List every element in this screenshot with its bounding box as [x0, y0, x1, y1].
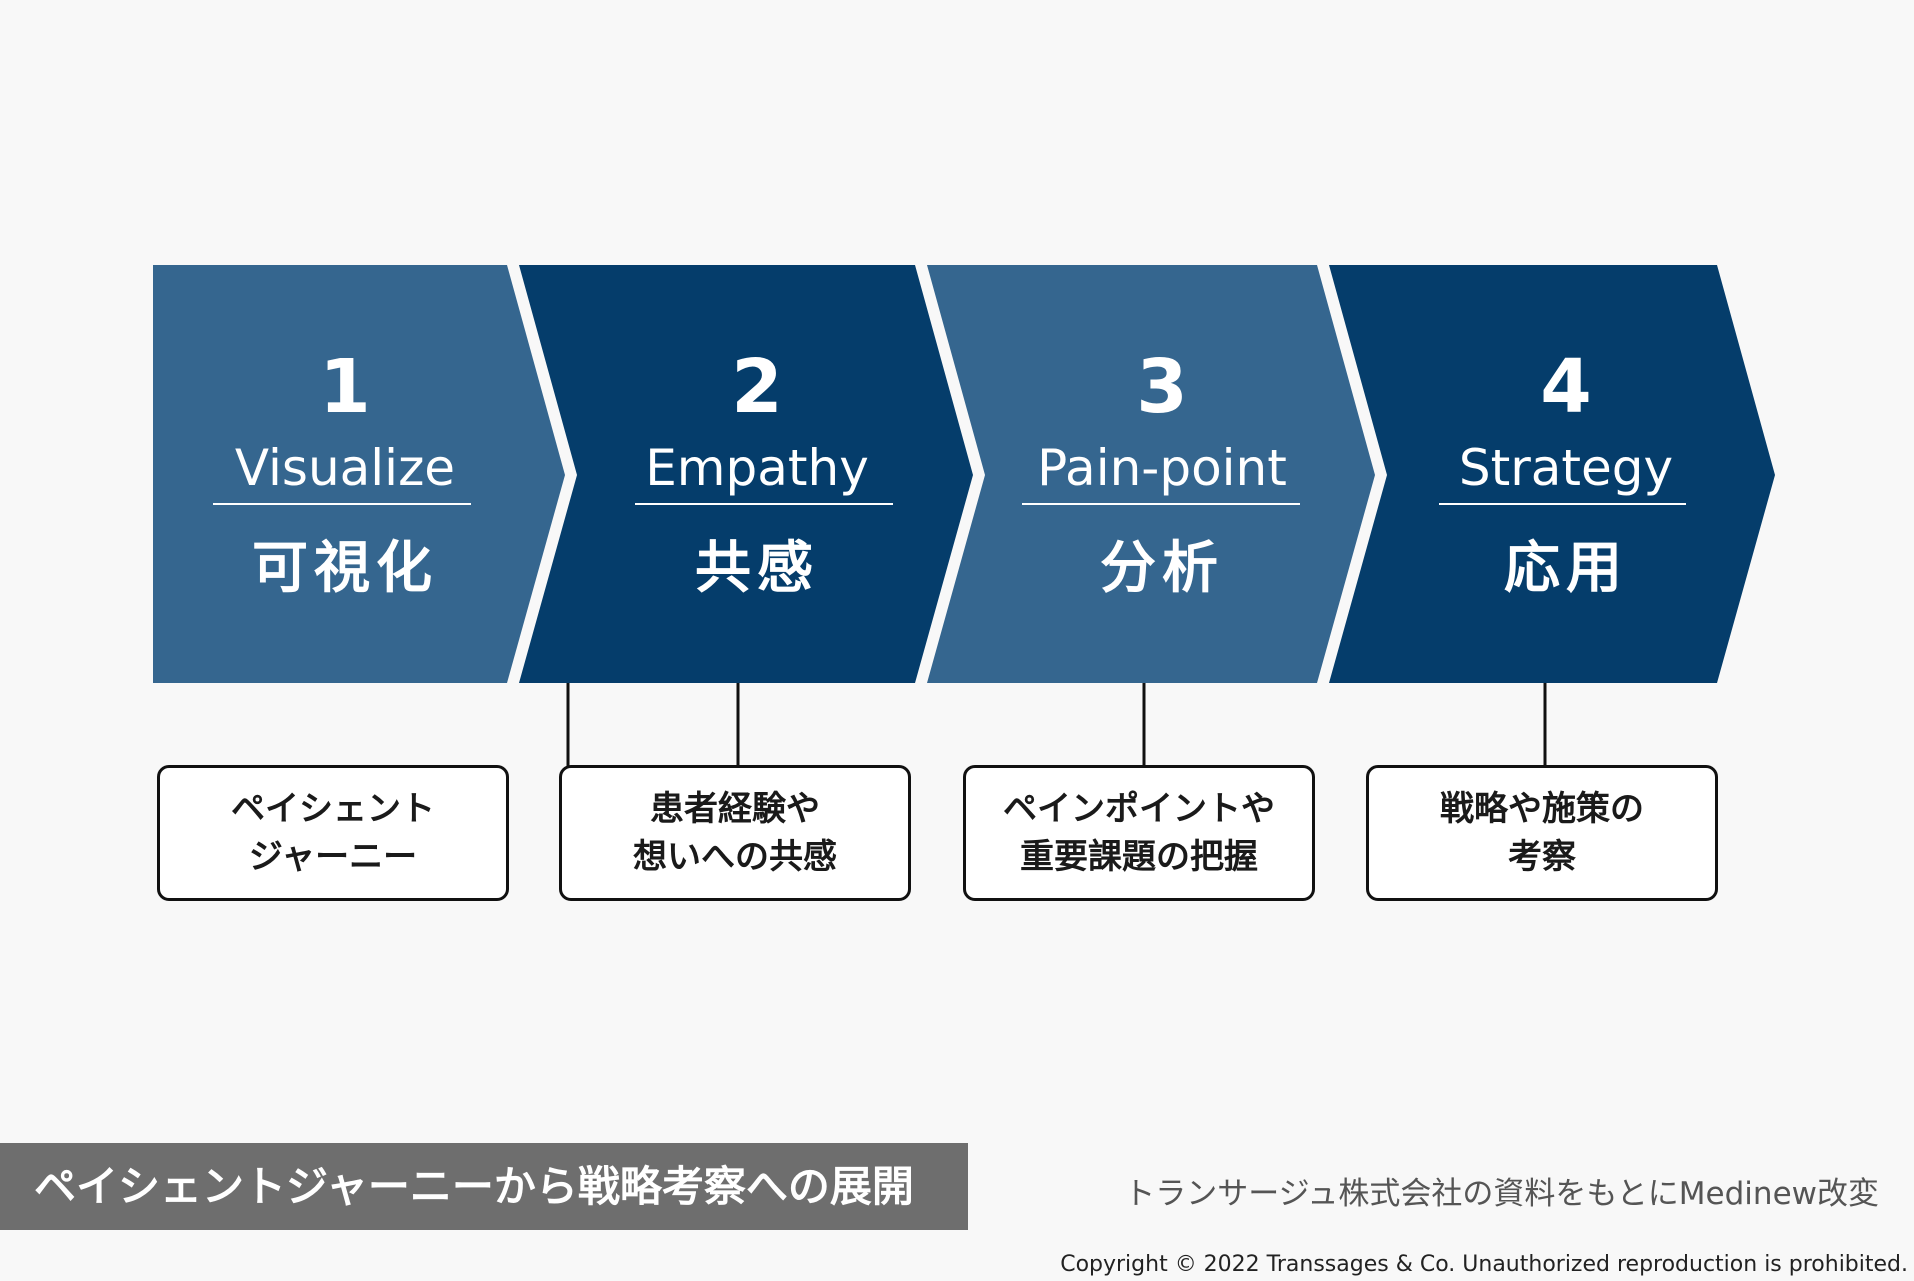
step-3-note-line-2: 重要課題の把握 — [1020, 837, 1258, 877]
step-2-chevron — [519, 265, 973, 683]
step-2-japanese-label: 共感 — [695, 536, 819, 601]
step-1-japanese-label: 可視化 — [252, 536, 438, 601]
step-4-chevron — [1329, 265, 1775, 683]
step-4-note-line-1: 戦略や施策の — [1440, 789, 1644, 829]
step-1-english-label: Visualize — [235, 439, 455, 497]
step-3-number: 3 — [1136, 344, 1188, 430]
step-3-english-label: Pain-point — [1037, 439, 1287, 497]
step-2-note-line-1: 患者経験や — [650, 789, 820, 829]
footer-title-banner: ペイシェントジャーニーから戦略考察への展開 — [0, 1143, 968, 1230]
step-3-note-line-1: ペインポイントや — [1003, 789, 1275, 829]
step-3-chevron — [927, 265, 1375, 683]
step-3-japanese-label: 分析 — [1100, 536, 1224, 601]
step-1-note-line-2: ジャーニー — [248, 837, 418, 877]
step-2-english-label: Empathy — [645, 439, 869, 497]
source-note: トランサージュ株式会社の資料をもとにMedinew改変 — [1124, 1176, 1879, 1212]
step-2-note-line-2: 想いへの共感 — [633, 837, 837, 877]
step-1-note-line-1: ペイシェント — [231, 789, 435, 829]
step-4-note-box: 戦略や施策の 考察 — [1366, 765, 1718, 901]
step-1-number: 1 — [319, 344, 371, 430]
copyright-notice: Copyright © 2022 Transsages & Co. Unauth… — [1060, 1252, 1908, 1277]
step-4-number: 4 — [1540, 344, 1592, 430]
step-2-note-box: 患者経験や 想いへの共感 — [559, 765, 911, 901]
step-4-japanese-label: 応用 — [1504, 536, 1628, 601]
step-4-note-line-2: 考察 — [1508, 837, 1576, 877]
step-1-note-box: ペイシェント ジャーニー — [157, 765, 509, 901]
step-3-note-box: ペインポイントや 重要課題の把握 — [963, 765, 1315, 901]
step-4-english-label: Strategy — [1459, 439, 1673, 497]
step-1-chevron — [153, 265, 565, 683]
step-2-number: 2 — [731, 344, 783, 430]
